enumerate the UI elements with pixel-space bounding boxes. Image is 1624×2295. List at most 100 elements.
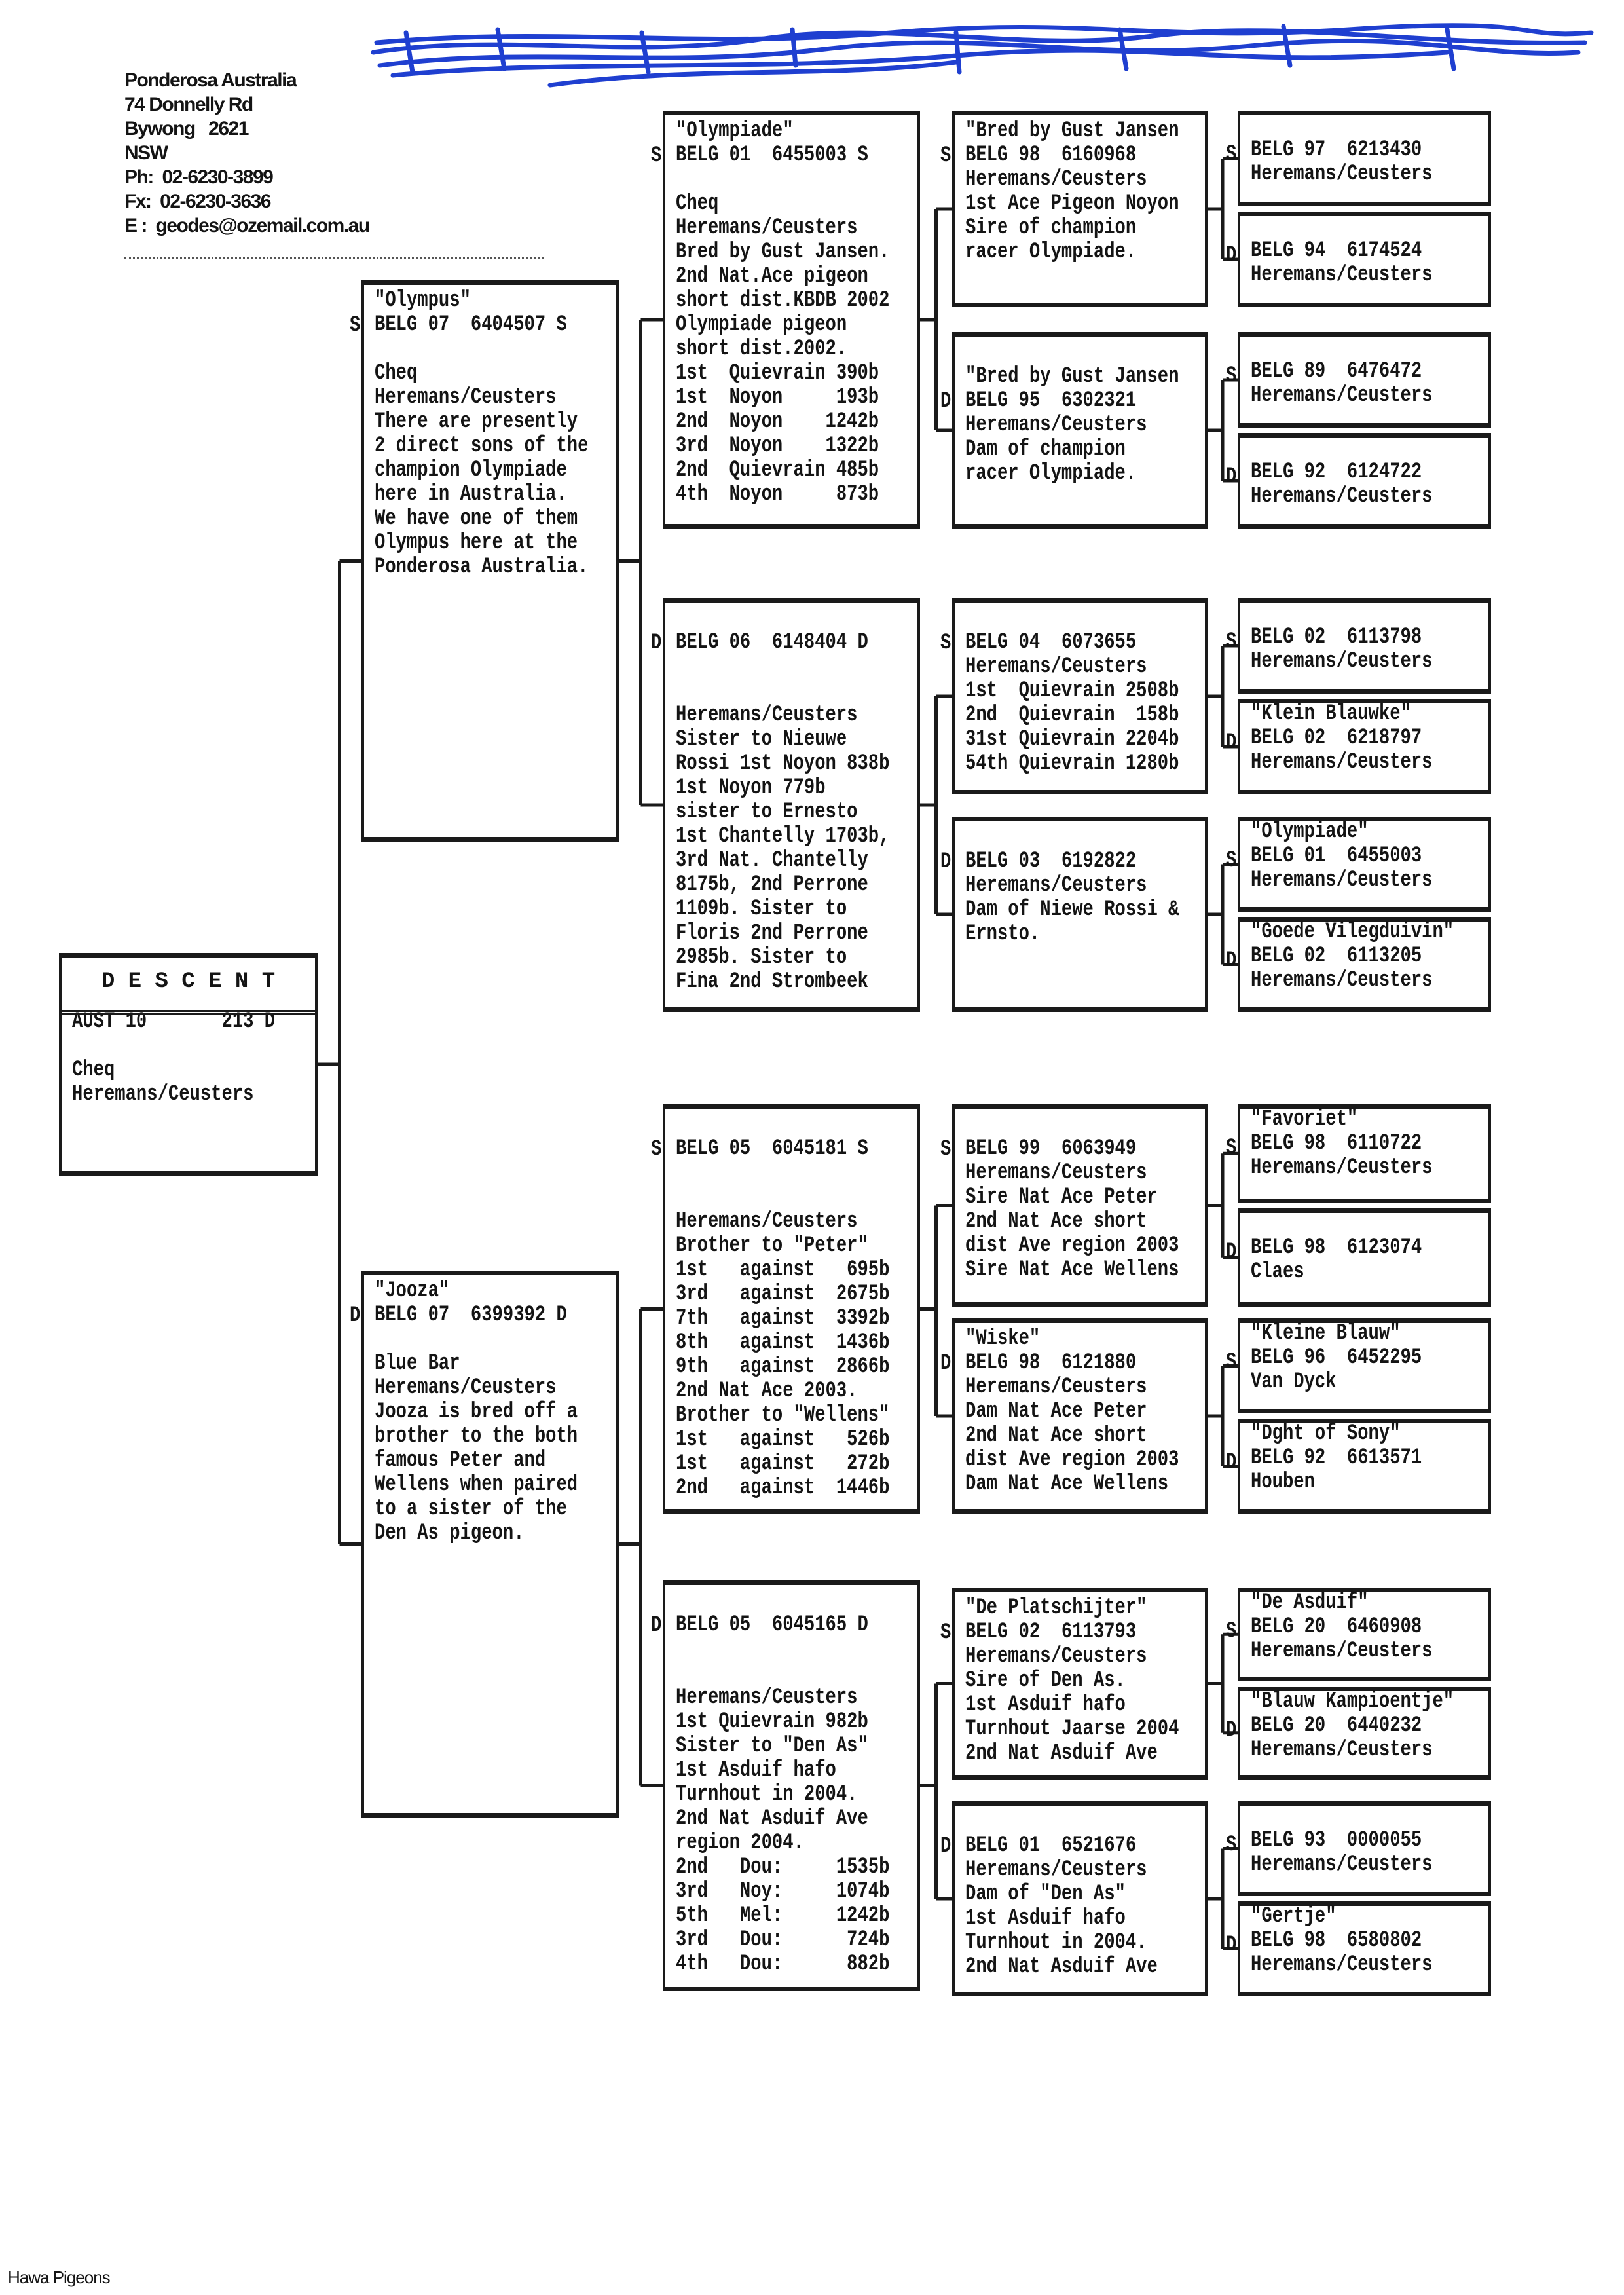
detail-line: Heremans/Ceusters <box>375 1375 557 1400</box>
ring-number: BELG 01 6455003 S <box>676 143 868 168</box>
detail-line: 1109b. Sister to <box>676 897 847 922</box>
detail-line: Rossi 1st Noyon 838b <box>676 751 890 776</box>
sex-marker: S <box>350 313 361 338</box>
ring-number: BELG 89 6476472 <box>1251 359 1422 384</box>
detail-line: Wellens when paired <box>375 1472 578 1497</box>
ring-number: BELG 02 6218797 <box>1251 726 1422 751</box>
sex-marker: S <box>1226 1833 1237 1857</box>
detail-line <box>676 1589 889 1613</box>
ring-number: BELG 06 6148404 D <box>676 630 868 655</box>
address-line: Fx: 02-6230-3636 <box>124 191 271 212</box>
detail-line: 2nd Nat.Ace pigeon <box>676 264 868 289</box>
detail-line: "Olympiade" <box>1251 819 1369 844</box>
detail-line <box>965 606 1179 631</box>
detail-line: Brother to "Wellens" <box>676 1403 890 1428</box>
detail-line: Fina 2nd Strombeek <box>676 969 868 994</box>
detail-line <box>1251 1212 1422 1236</box>
detail-line: "Olympiade" <box>676 119 794 143</box>
detail-line: Heremans/Ceusters <box>1251 868 1433 893</box>
sex-marker: S <box>940 1620 951 1645</box>
sex-marker: D <box>1226 1933 1237 1958</box>
detail-line: 8175b, 2nd Perrone <box>676 872 868 897</box>
detail-line: Claes <box>1251 1259 1304 1284</box>
detail-line: "Bred by Gust Jansen <box>965 364 1179 389</box>
detail-line: Heremans/Ceusters <box>676 1209 858 1234</box>
detail-line: 7th against 3392b <box>676 1306 890 1331</box>
detail-line: 2nd Nat Asduif Ave <box>965 1954 1158 1979</box>
ring-number: BELG 99 6063949 <box>965 1136 1137 1161</box>
address-line: Ph: 02-6230-3899 <box>124 166 274 188</box>
detail-line: Heremans/Ceusters <box>1251 1155 1433 1180</box>
detail-line: "De Asduif" <box>1251 1590 1369 1615</box>
detail-line: Floris 2nd Perrone <box>676 921 868 946</box>
ring-number: BELG 02 6113205 <box>1251 944 1422 969</box>
detail-line: 2nd Quievrain 485b <box>676 458 879 483</box>
detail-line: "De Platschijter" <box>965 1595 1147 1620</box>
detail-line: 2nd Nat Ace short <box>965 1209 1147 1234</box>
detail-line: 3rd Noyon 1322b <box>676 434 879 458</box>
sex-marker: D <box>651 631 662 656</box>
detail-line: Cheq <box>375 361 418 386</box>
detail-line: 2nd Nat Asduif Ave <box>965 1741 1158 1766</box>
detail-line <box>375 337 588 362</box>
detail-line: "Klein Blauwke" <box>1251 701 1411 726</box>
detail-line: Cheq <box>72 1058 115 1083</box>
detail-line: region 2004. <box>676 1831 804 1856</box>
detail-line: Heremans/Ceusters <box>1251 383 1433 408</box>
detail-line: 3rd Noy: 1074b <box>676 1879 890 1904</box>
detail-line: sister to Ernesto <box>676 800 858 825</box>
ring-number: BELG 05 6045165 D <box>676 1613 868 1637</box>
detail-line: Sister to "Den As" <box>676 1734 868 1759</box>
detail-line: "Gertje" <box>1251 1904 1337 1929</box>
detail-line: Heremans/Ceusters <box>375 385 557 410</box>
redaction-scribble <box>371 23 1594 88</box>
detail-line: Ernsto. <box>965 922 1041 946</box>
detail-line: Heremans/Ceusters <box>1251 1737 1433 1763</box>
sex-marker: S <box>1226 848 1237 873</box>
detail-line: 1st Noyon 193b <box>676 385 879 410</box>
detail-line: 1st Quievrain 390b <box>676 361 879 386</box>
detail-line: "Kleine Blauw" <box>1251 1321 1401 1346</box>
ring-number: BELG 01 6455003 <box>1251 844 1422 868</box>
detail-line <box>965 341 1179 365</box>
detail-line: Sire of champion <box>965 215 1137 240</box>
sex-marker: S <box>940 1137 951 1162</box>
detail-line: 1st Quievrain 982b <box>676 1709 868 1734</box>
ring-number: BELG 03 6192822 <box>965 849 1137 874</box>
detail-line: Heremans/Ceusters <box>1251 162 1433 187</box>
detail-line: Brother to "Peter" <box>676 1233 868 1258</box>
detail-line: Houben <box>1251 1470 1315 1495</box>
ring-number: BELG 98 6580802 <box>1251 1928 1422 1953</box>
detail-line: "Olympus" <box>375 288 471 313</box>
detail-line: 1st against 272b <box>676 1451 890 1476</box>
detail-line: Heremans/Ceusters <box>1251 649 1433 674</box>
detail-line: champion Olympiade <box>375 458 567 483</box>
descent-title: D E S C E N T <box>62 958 315 1015</box>
detail-line: 1st against 695b <box>676 1258 890 1282</box>
detail-line <box>1251 114 1432 138</box>
address-line: Bywong 2621 <box>124 118 249 140</box>
sex-marker: S <box>940 143 951 168</box>
detail-line: 3rd against 2675b <box>676 1282 890 1307</box>
sex-marker: D <box>651 1613 662 1638</box>
footer-watermark: Hawa Pigeons <box>8 2267 111 2287</box>
detail-line <box>676 679 889 703</box>
detail-line: Dam Nat Ace Wellens <box>965 1472 1169 1497</box>
